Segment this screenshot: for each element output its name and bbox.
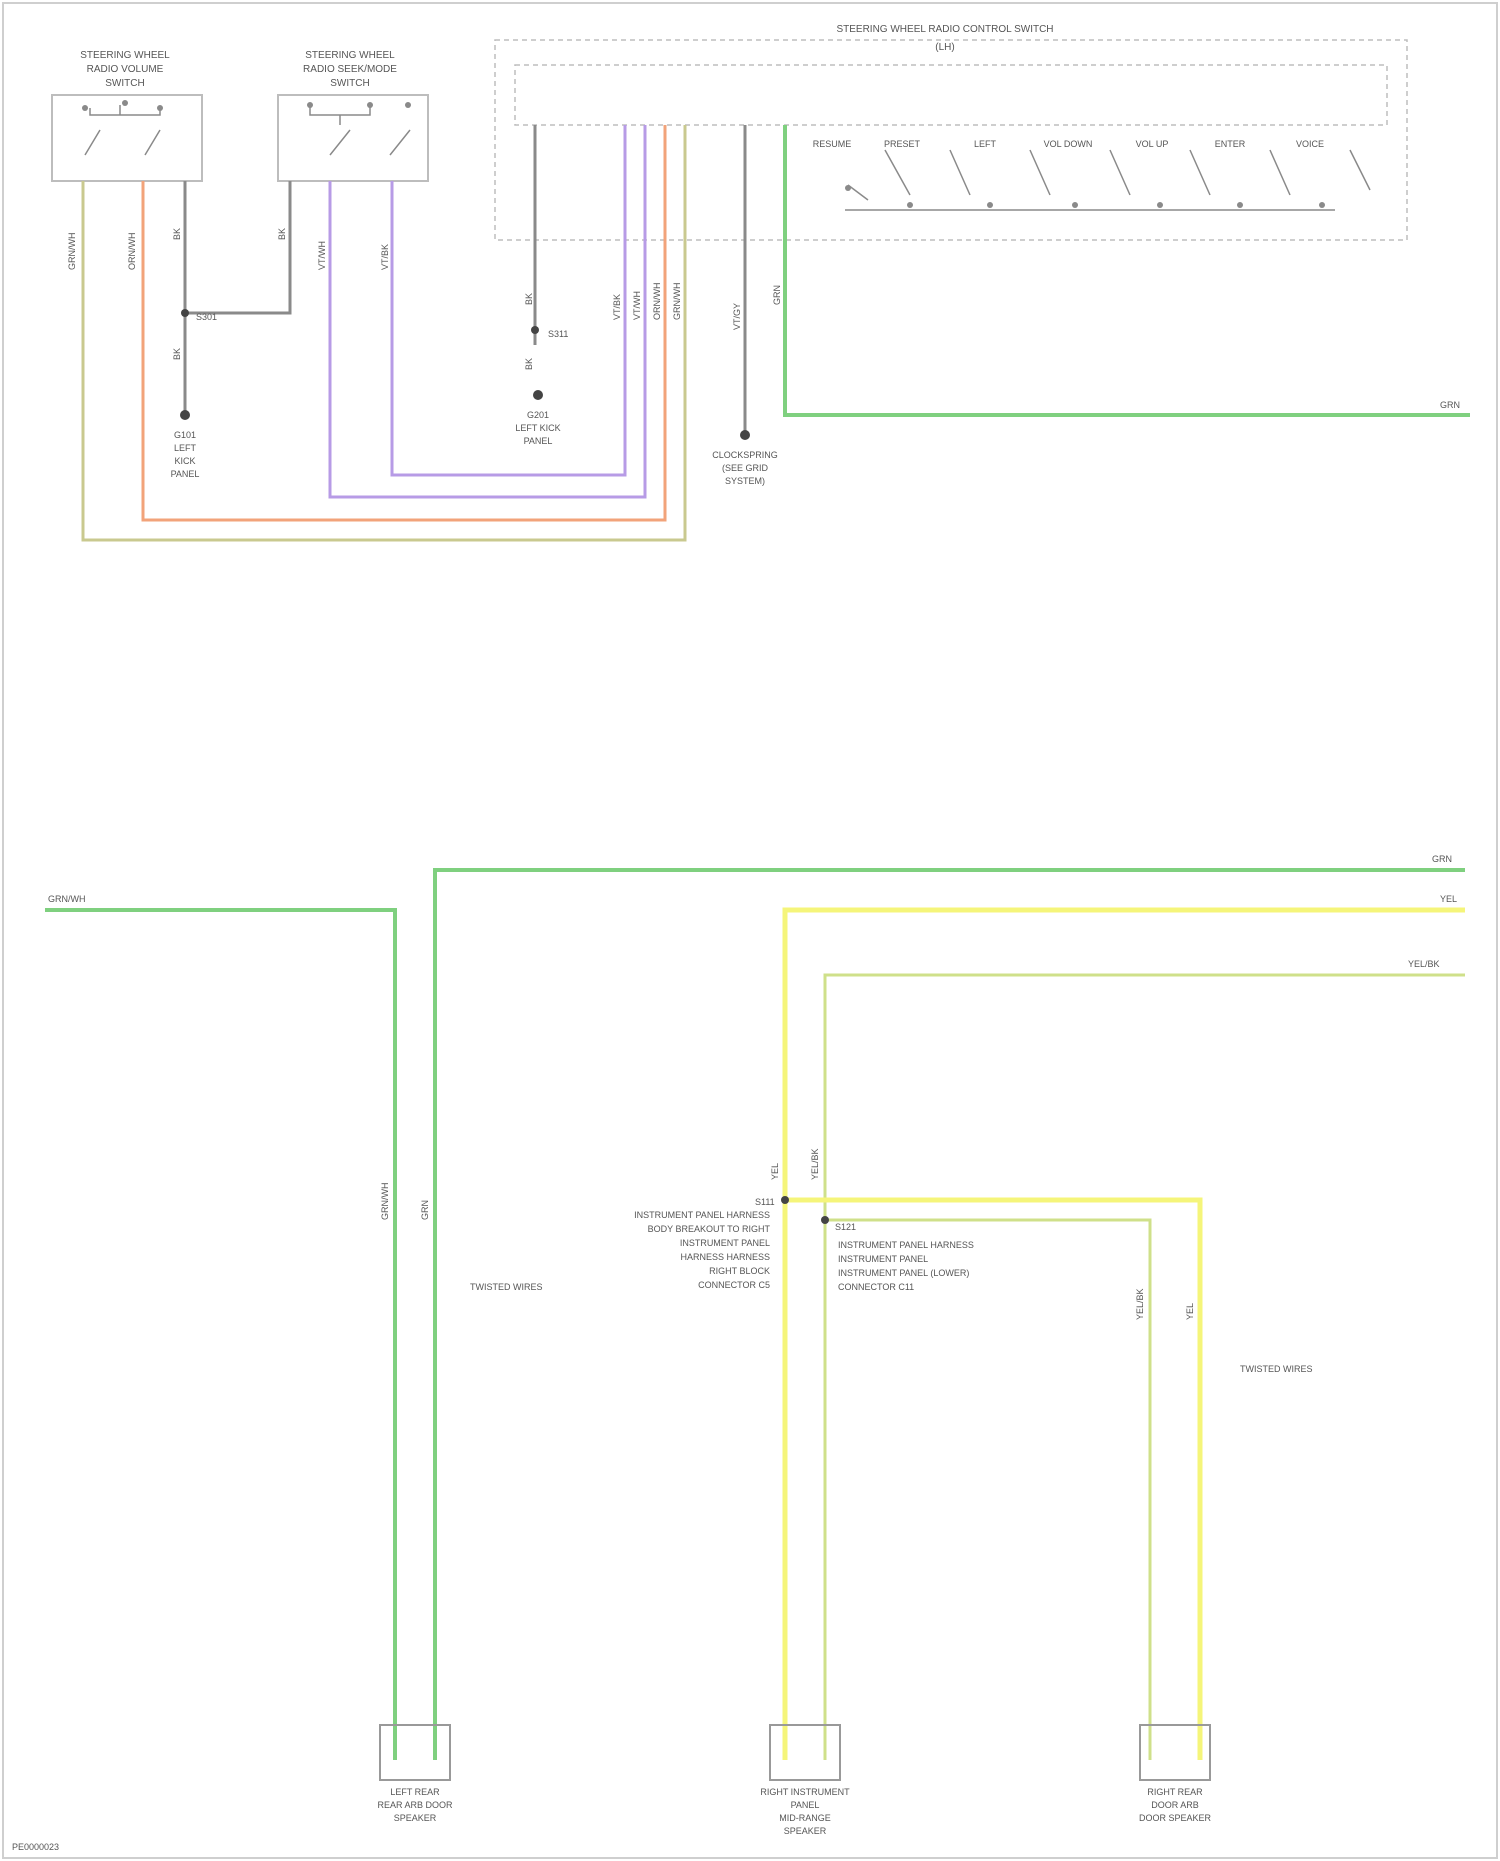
clockspring-2: (SEE GRID xyxy=(722,463,769,473)
wire-label-grp1: VT/BK xyxy=(612,294,622,320)
lower-right-y: YEL xyxy=(1185,1303,1195,1320)
twisted-left: TWISTED WIRES xyxy=(470,1282,543,1292)
splice-s1: S111 xyxy=(755,1197,775,1207)
button-vol-down: VOL DOWN xyxy=(1044,139,1093,149)
left-speaker-2: REAR ARB DOOR xyxy=(377,1800,453,1810)
splice-label-left: S301 xyxy=(196,312,217,322)
arrow-label-left: GRN/WH xyxy=(48,894,86,904)
lower-mid-yb: YEL/BK xyxy=(810,1148,820,1180)
arrow-label-mid: GRN xyxy=(1432,854,1452,864)
wire-label-grp4: GRN/WH xyxy=(672,283,682,321)
left-block-5: RIGHT BLOCK xyxy=(709,1266,770,1276)
center-speaker-2: PANEL xyxy=(791,1800,820,1810)
left-block-2: BODY BREAKOUT TO RIGHT xyxy=(648,1224,771,1234)
button-vol-up: VOL UP xyxy=(1136,139,1169,149)
arrow-label-yel: YEL xyxy=(1440,894,1457,904)
right-block-3: INSTRUMENT PANEL (LOWER) xyxy=(838,1268,969,1278)
ground-left: G101 LEFT KICK PANEL xyxy=(171,430,200,479)
center-speaker-3: MID-RANGE xyxy=(779,1813,831,1823)
ground-mid-3: PANEL xyxy=(524,436,553,446)
switch-buttons: RESUME PRESET LEFT VOL DOWN VOL UP ENTER… xyxy=(813,139,1324,149)
ground-mid: G201 LEFT KICK PANEL xyxy=(515,410,560,446)
main-switch-label-1: STEERING WHEEL RADIO CONTROL SWITCH xyxy=(836,24,1053,35)
center-speaker: RIGHT INSTRUMENT PANEL MID-RANGE SPEAKER xyxy=(760,1725,850,1836)
wire-label-main-b: BK xyxy=(524,358,534,370)
wire-label-green: GRN xyxy=(772,285,782,305)
main-switch-label-2: (LH) xyxy=(935,42,954,53)
button-enter: ENTER xyxy=(1215,139,1246,149)
wire-label-vol-left: GRN/WH xyxy=(67,233,77,271)
volume-switch-label-1: STEERING WHEEL xyxy=(80,50,170,61)
footer-code: PE0000023 xyxy=(12,1842,59,1852)
ground-left-3: KICK xyxy=(174,456,195,466)
wire-label-clock: VT/GY xyxy=(732,303,742,330)
wire-label-seek-mid: VT/WH xyxy=(317,241,327,270)
lower-mid-y: YEL xyxy=(770,1163,780,1180)
volume-switch-label-3: SWITCH xyxy=(105,78,144,89)
left-speaker: LEFT REAR REAR ARB DOOR SPEAKER xyxy=(377,1725,453,1823)
wire-label-vol-right: BK xyxy=(172,228,182,240)
right-speaker-1: RIGHT REAR xyxy=(1147,1787,1203,1797)
clockspring-1: CLOCKSPRING xyxy=(712,450,778,460)
connector-block-left: INSTRUMENT PANEL HARNESS BODY BREAKOUT T… xyxy=(634,1210,770,1290)
seek-switch-label-2: RADIO SEEK/MODE xyxy=(303,64,397,75)
right-block-4: CONNECTOR C11 xyxy=(838,1282,914,1292)
volume-switch: STEERING WHEEL RADIO VOLUME SWITCH xyxy=(52,50,202,181)
wire-label-ground: BK xyxy=(172,348,182,360)
seek-switch-label-3: SWITCH xyxy=(330,78,369,89)
left-speaker-3: SPEAKER xyxy=(394,1813,437,1823)
wire-label-seek-right: VT/BK xyxy=(380,244,390,270)
seek-switch: STEERING WHEEL RADIO SEEK/MODE SWITCH xyxy=(278,50,428,181)
ground-mid-2: LEFT KICK xyxy=(515,423,560,433)
right-block-2: INSTRUMENT PANEL xyxy=(838,1254,928,1264)
ground-left-4: PANEL xyxy=(171,469,200,479)
right-speaker-3: DOOR SPEAKER xyxy=(1139,1813,1212,1823)
ground-mid-1: G201 xyxy=(527,410,549,420)
connector-block-right: INSTRUMENT PANEL HARNESS INSTRUMENT PANE… xyxy=(838,1240,974,1292)
center-speaker-1: RIGHT INSTRUMENT xyxy=(760,1787,850,1797)
left-block-3: INSTRUMENT PANEL xyxy=(680,1238,770,1248)
arrow-label-olive: YEL/BK xyxy=(1408,959,1440,969)
button-left: LEFT xyxy=(974,139,997,149)
seek-switch-label-1: STEERING WHEEL xyxy=(305,50,395,61)
left-speaker-1: LEFT REAR xyxy=(390,1787,440,1797)
ground-left-1: G101 xyxy=(174,430,196,440)
left-block-4: HARNESS HARNESS xyxy=(680,1252,770,1262)
wire-label-vol-mid: ORN/WH xyxy=(127,233,137,271)
lower-right-yb: YEL/BK xyxy=(1135,1288,1145,1320)
center-speaker-4: SPEAKER xyxy=(784,1826,827,1836)
ground-left-2: LEFT xyxy=(174,443,197,453)
left-block-6: CONNECTOR C5 xyxy=(698,1280,770,1290)
wire-label-main-a: BK xyxy=(524,293,534,305)
arrow-label-top: GRN xyxy=(1440,400,1460,410)
left-block-1: INSTRUMENT PANEL HARNESS xyxy=(634,1210,770,1220)
clockspring: CLOCKSPRING (SEE GRID SYSTEM) xyxy=(712,450,778,486)
lower-left-g: GRN/WH xyxy=(380,1183,390,1221)
volume-switch-label-2: RADIO VOLUME xyxy=(87,64,164,75)
wire-label-grp3: ORN/WH xyxy=(652,283,662,321)
button-voice: VOICE xyxy=(1296,139,1324,149)
clockspring-3: SYSTEM) xyxy=(725,476,765,486)
splice-s2: S121 xyxy=(835,1222,856,1232)
lower-left-g2: GRN xyxy=(420,1200,430,1220)
right-speaker-2: DOOR ARB xyxy=(1151,1800,1199,1810)
splice-label-mid: S311 xyxy=(548,329,568,339)
wire-label-grp2: VT/WH xyxy=(632,291,642,320)
button-resume: RESUME xyxy=(813,139,852,149)
main-switch: STEERING WHEEL RADIO CONTROL SWITCH (LH)… xyxy=(495,24,1407,240)
wire-label-seek-left: BK xyxy=(277,228,287,240)
right-block-1: INSTRUMENT PANEL HARNESS xyxy=(838,1240,974,1250)
page-frame xyxy=(3,3,1497,1858)
button-preset: PRESET xyxy=(884,139,921,149)
twisted-right: TWISTED WIRES xyxy=(1240,1364,1313,1374)
